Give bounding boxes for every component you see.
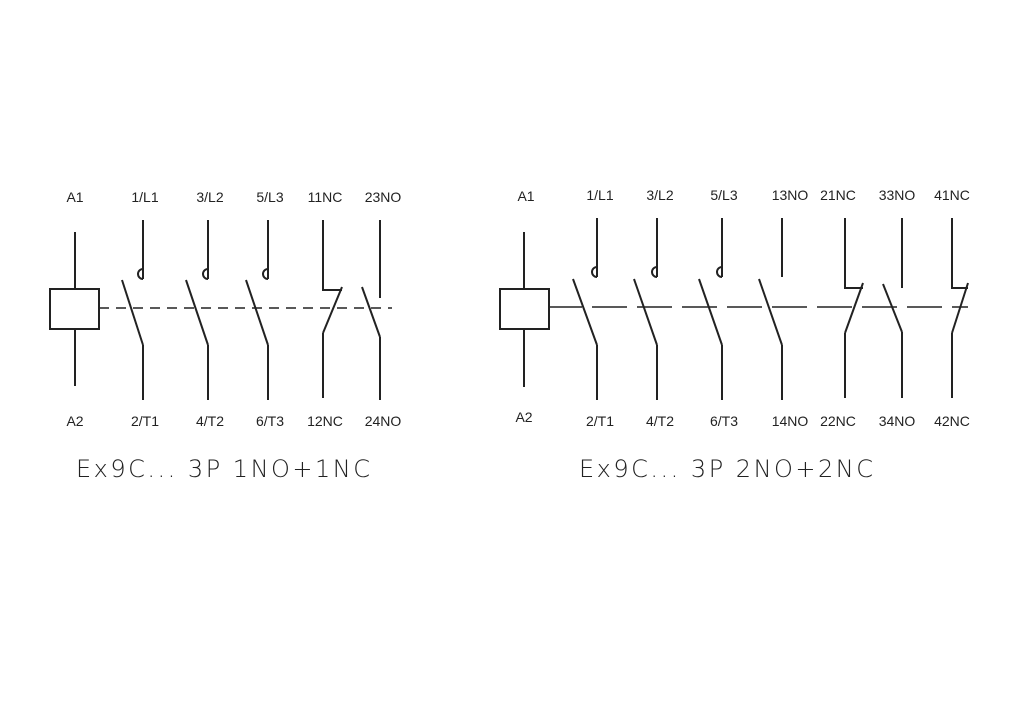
no-auxiliary-contact xyxy=(361,220,381,400)
terminal-label: 4/T2 xyxy=(196,413,224,429)
main-pole-3 xyxy=(245,220,269,400)
main-pole-2 xyxy=(185,220,209,400)
terminal-label: 5/L3 xyxy=(710,187,737,203)
coil xyxy=(49,232,100,386)
nc-auxiliary-contact-21-22 xyxy=(844,218,864,398)
main-pole-1 xyxy=(121,220,144,400)
main-pole-2 xyxy=(633,218,658,400)
terminal-label: 4/T2 xyxy=(646,413,674,429)
main-pole-1 xyxy=(572,218,598,400)
diagram-3p-2no-2nc: A1 1/L1 3/L2 5/L3 13NO 21NC 33NO 41NC A2… xyxy=(499,187,970,483)
terminal-label: 41NC xyxy=(934,187,970,203)
terminal-label: 21NC xyxy=(820,187,856,203)
terminal-label: A1 xyxy=(517,188,534,204)
bottom-terminal-labels: A2 2/T1 4/T2 6/T3 12NC 24NO xyxy=(66,413,401,429)
top-terminal-labels: A1 1/L1 3/L2 5/L3 11NC 23NO xyxy=(66,189,401,205)
terminal-label: 2/T1 xyxy=(131,413,159,429)
terminal-label: 34NO xyxy=(879,413,916,429)
terminal-label: A2 xyxy=(66,413,83,429)
terminal-label: 24NO xyxy=(365,413,402,429)
terminal-label: 14NO xyxy=(772,413,809,429)
terminal-label: 11NC xyxy=(308,189,343,205)
terminal-label: 6/T3 xyxy=(710,413,738,429)
coil xyxy=(499,232,550,387)
nc-auxiliary-contact-41-42 xyxy=(951,218,969,398)
terminal-label: 13NO xyxy=(772,187,809,203)
main-pole-3 xyxy=(698,218,723,400)
terminal-label: 3/L2 xyxy=(196,189,223,205)
no-auxiliary-contact-13-14 xyxy=(758,218,783,400)
terminal-label: 1/L1 xyxy=(131,189,158,205)
no-auxiliary-contact-33-34 xyxy=(882,218,903,398)
terminal-label: 3/L2 xyxy=(646,187,673,203)
terminal-label: 23NO xyxy=(365,189,402,205)
terminal-label: 22NC xyxy=(820,413,856,429)
terminal-label: 42NC xyxy=(934,413,970,429)
diagram-3p-1no-1nc: A1 1/L1 3/L2 5/L3 11NC 23NO A2 2/T1 4/T2… xyxy=(49,189,401,483)
terminal-label: 12NC xyxy=(307,413,343,429)
terminal-label: 33NO xyxy=(879,187,916,203)
bottom-terminal-labels: A2 2/T1 4/T2 6/T3 14NO 22NC 34NO 42NC xyxy=(515,409,969,429)
terminal-label: 2/T1 xyxy=(586,413,614,429)
nc-auxiliary-contact xyxy=(322,220,343,398)
diagram-title: Ex9C... 3P 2NO+2NC xyxy=(579,455,873,483)
terminal-label: 5/L3 xyxy=(256,189,283,205)
terminal-label: A1 xyxy=(66,189,83,205)
terminal-label: A2 xyxy=(515,409,532,425)
top-terminal-labels: A1 1/L1 3/L2 5/L3 13NO 21NC 33NO 41NC xyxy=(517,187,969,204)
terminal-label: 1/L1 xyxy=(586,187,613,203)
diagram-title: Ex9C... 3P 1NO+1NC xyxy=(76,455,370,483)
terminal-label: 6/T3 xyxy=(256,413,284,429)
